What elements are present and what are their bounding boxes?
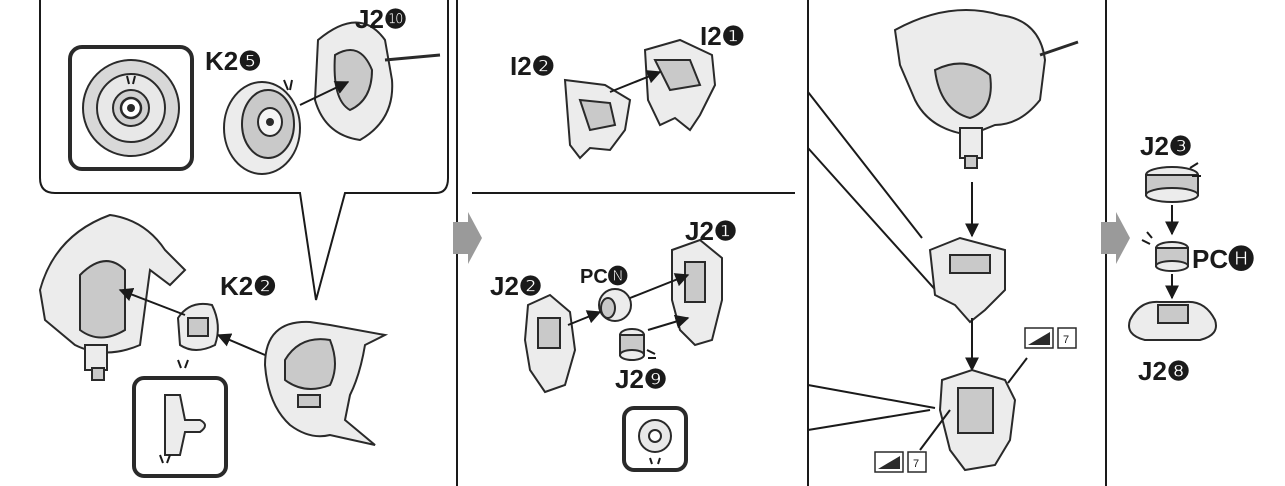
sticker-number-top: 7	[1063, 334, 1069, 346]
label-pc-h: PC🅗	[1192, 244, 1254, 274]
label-j2-1: J2❶	[685, 216, 737, 246]
label-i2-1: I2❶	[700, 21, 745, 51]
arrow-k2-5-to-j2-10	[299, 81, 350, 106]
part-i2-2	[563, 78, 632, 160]
sticker-marker-top: 7	[1007, 327, 1077, 384]
part-j2-3	[1145, 162, 1201, 203]
part-shoulder-top	[893, 9, 1079, 169]
part-k2-2	[176, 302, 219, 351]
zoom-line-4	[807, 409, 931, 431]
label-i2-2: I2❷	[510, 51, 555, 81]
label-j2-3: J2❸	[1140, 131, 1192, 161]
part-i2-1	[643, 38, 717, 132]
part-pc-n	[598, 288, 632, 322]
part-j2-8	[1128, 300, 1217, 341]
step-arrow-1	[453, 212, 482, 264]
part-round-armor	[263, 320, 389, 446]
part-j2-1	[671, 238, 723, 347]
part-pc-h	[1141, 231, 1189, 272]
arrow-j2-9-to-j2-1	[647, 314, 690, 331]
callout-frame	[39, 0, 449, 301]
label-j2-10: J2❿	[355, 4, 407, 34]
sticker-marker-bottom: 7	[874, 409, 951, 473]
label-pc-n: PC🅝	[580, 264, 628, 288]
zoom-line-1	[807, 91, 923, 239]
step-arrow-2	[1101, 212, 1130, 264]
label-j2-8: J2❽	[1138, 356, 1190, 386]
part-j2-2	[523, 293, 577, 394]
label-j2-9: J2❾	[615, 364, 667, 394]
zoom-line-3	[807, 384, 936, 409]
sticker-number-bottom: 7	[913, 458, 919, 470]
part-k2-5	[223, 81, 301, 175]
zoom-line-2	[807, 147, 941, 296]
part-j2-9	[619, 328, 656, 361]
detail-inset-top	[68, 45, 194, 171]
arrow-i2-2-to-i2-1	[609, 70, 662, 93]
arrow-round-to-k2-2	[216, 333, 266, 356]
part-lower-arm	[938, 368, 1017, 472]
part-shoulder-assembly	[38, 213, 187, 381]
label-k2-2: K2❷	[220, 271, 277, 301]
label-j2-2: J2❷	[490, 271, 542, 301]
part-j2-10	[313, 21, 441, 142]
detail-inset-j2-9	[622, 406, 688, 472]
arrow-k2-2-to-shoulder	[118, 287, 186, 316]
arrow-pc-n-to-j2-1	[629, 273, 690, 299]
detail-inset-bottom	[132, 376, 228, 478]
arrow-j2-2-to-pc-n	[567, 310, 602, 326]
part-middle-block	[928, 236, 1006, 324]
label-k2-5: K2❺	[205, 46, 262, 76]
